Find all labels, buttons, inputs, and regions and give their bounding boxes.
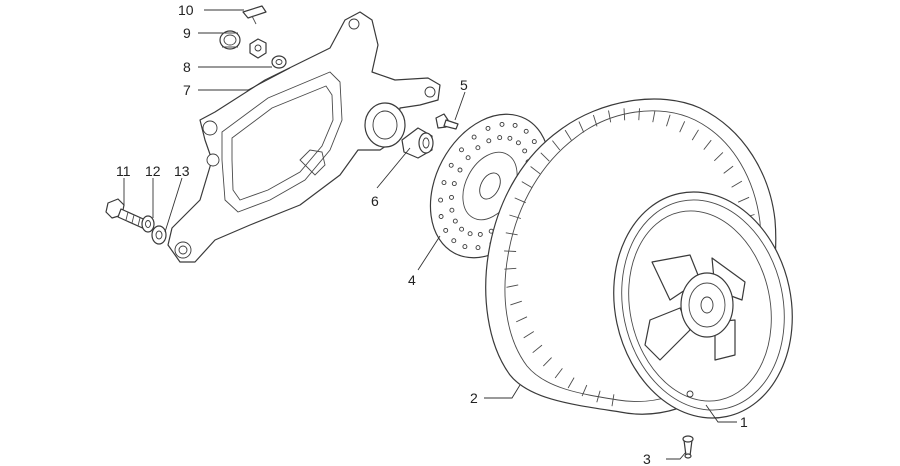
callout-13: 13 — [174, 163, 190, 179]
spacer[interactable] — [151, 225, 167, 245]
callout-1: 1 — [740, 414, 748, 430]
callout-2: 2 — [470, 390, 478, 406]
callout-9: 9 — [183, 25, 191, 41]
nut[interactable] — [249, 38, 267, 59]
callout-10: 10 — [178, 2, 194, 18]
spacer-washer[interactable] — [271, 55, 287, 69]
bushing[interactable] — [401, 127, 434, 159]
leader-lines — [123, 9, 737, 460]
callout-12: 12 — [145, 163, 161, 179]
tyre-valve[interactable] — [682, 435, 694, 459]
callout-7: 7 — [183, 82, 191, 98]
gear-sleeve[interactable] — [219, 30, 241, 50]
washer[interactable] — [141, 215, 155, 233]
callout-8: 8 — [183, 59, 191, 75]
cable-clip[interactable] — [242, 5, 267, 25]
callout-labels: 10 9 8 7 11 12 13 6 5 4 2 3 1 — [116, 2, 748, 466]
swing-arm-bracket[interactable] — [167, 11, 441, 263]
callout-6: 6 — [371, 193, 379, 209]
wheel-rim[interactable] — [593, 175, 813, 435]
callout-4: 4 — [408, 272, 416, 288]
callout-11: 11 — [116, 163, 131, 179]
disc-screw[interactable] — [435, 113, 459, 130]
callout-5: 5 — [460, 77, 468, 93]
callout-3: 3 — [643, 451, 651, 466]
